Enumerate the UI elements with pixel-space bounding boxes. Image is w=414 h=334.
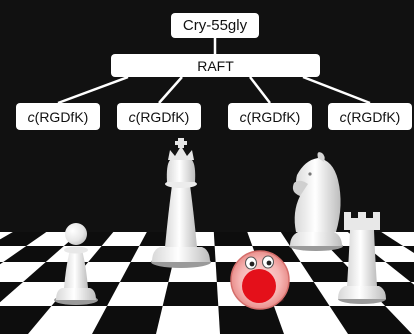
peptide-suffix: (RGDfK): [34, 108, 89, 125]
peptide-prefix: c: [128, 108, 136, 125]
board-square: [385, 306, 414, 334]
pawn-icon: [54, 223, 98, 305]
peptide-suffix: (RGDfK): [135, 108, 190, 125]
peptide-prefix: c: [339, 108, 347, 125]
board-square: [0, 262, 46, 282]
board-square: [0, 246, 27, 262]
board-square: [247, 232, 291, 246]
peptide-suffix: (RGDfK): [246, 108, 301, 125]
peptide-suffix: (RGDfK): [346, 108, 401, 125]
board-square: [156, 306, 220, 334]
connector-raft-2: [158, 76, 183, 104]
knight-icon: [289, 152, 343, 251]
connector-raft-4: [302, 75, 371, 105]
peptide-node-3: c(RGDfK): [228, 103, 312, 130]
board-square: [381, 232, 414, 246]
peptide-node-2: c(RGDfK): [117, 103, 201, 130]
connector-raft-3: [249, 76, 271, 104]
connector-raft-1: [57, 75, 129, 105]
top-node-label: Cry-55gly: [171, 13, 259, 38]
board-square: [101, 232, 147, 246]
peptide-node-4: c(RGDfK): [328, 103, 412, 130]
peptide-prefix: c: [27, 108, 35, 125]
peptide-node-1: c(RGDfK): [16, 103, 100, 130]
peptide-prefix: c: [239, 108, 247, 125]
king-icon: [151, 138, 211, 268]
connector-lines: [57, 38, 371, 105]
raft-node-label: RAFT: [111, 54, 320, 77]
rook-icon: [338, 212, 386, 304]
board-square: [365, 246, 414, 262]
board-square: [273, 306, 348, 334]
board-square: [0, 282, 72, 306]
board-square: [28, 306, 108, 334]
board-square: [107, 282, 169, 306]
surprised-red-face-icon: [230, 250, 290, 310]
